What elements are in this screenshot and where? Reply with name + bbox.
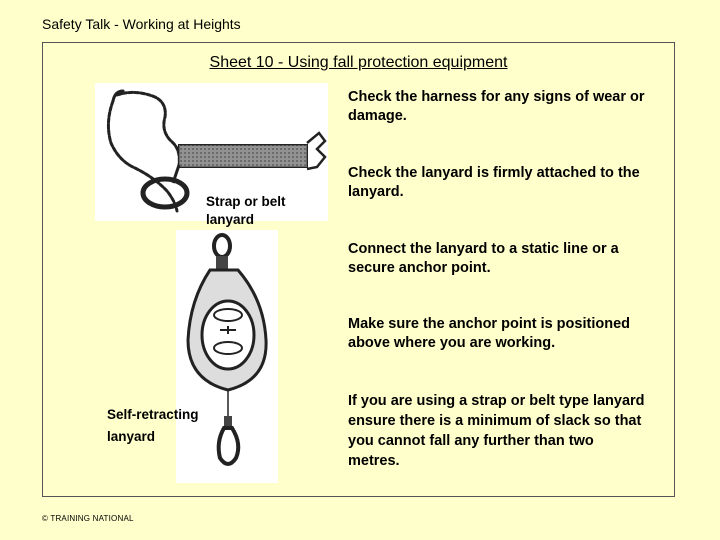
strap-caption-line1: Strap or belt [206, 194, 286, 209]
instruction-1: Check the harness for any signs of wear … [348, 89, 645, 124]
strap-caption-line2: lanyard [206, 212, 255, 227]
instruction-5: If you are using a strap or belt type la… [348, 393, 645, 469]
strap-lanyard-illustration [106, 89, 327, 213]
self-caption-line2: lanyard [107, 429, 156, 444]
self-caption-line1: Self-retracting [107, 407, 199, 422]
instruction-3: Connect the lanyard to a static line or … [348, 241, 619, 276]
sheet-title: Sheet 10 - Using fall protection equipme… [209, 54, 508, 71]
copyright-footer: © TRAINING NATIONAL [42, 514, 134, 523]
strap-lanyard-caption: Strap or belt lanyard [206, 193, 286, 229]
strap-lanyard-image [95, 83, 328, 221]
sheet-panel: Sheet 10 - Using fall protection equipme… [42, 42, 675, 497]
self-retracting-caption: Self-retracting lanyard [107, 404, 199, 448]
instruction-2: Check the lanyard is firmly attached to … [348, 165, 640, 200]
self-retracting-illustration [186, 233, 268, 466]
page-header-title: Safety Talk - Working at Heights [42, 16, 241, 32]
instruction-4: Make sure the anchor point is positioned… [348, 316, 630, 351]
self-retracting-lanyard-image [176, 230, 278, 483]
